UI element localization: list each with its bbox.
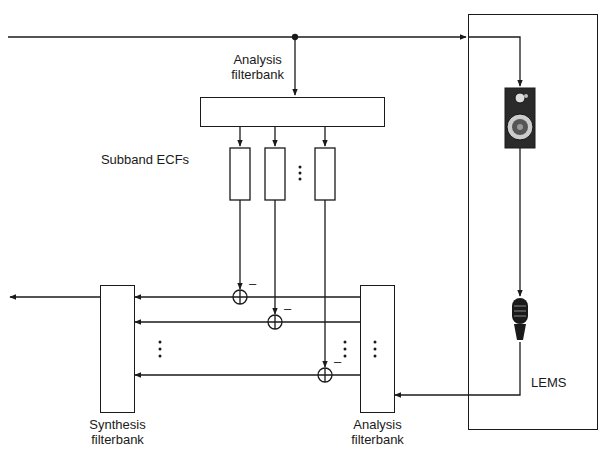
ecf-box (230, 148, 250, 200)
signal-connector (395, 394, 468, 395)
minus-sign: – (249, 276, 256, 291)
subband-wire (324, 127, 325, 146)
box-label: Analysis filterbank (231, 52, 284, 82)
box-label: LEMS (531, 375, 566, 390)
input-branch (294, 37, 295, 95)
subband-wire (274, 127, 275, 146)
box-label: Analysis filterbank (351, 417, 404, 447)
microphone-icon (512, 298, 528, 340)
output-wire (10, 296, 100, 297)
speaker-wire (468, 37, 520, 86)
microphone-wire (468, 342, 520, 395)
signal-connector (135, 321, 360, 322)
adder-symbol (318, 368, 332, 382)
ecf-output-wire (324, 200, 325, 367)
subband-wire (239, 127, 240, 146)
loudspeaker-icon (505, 88, 535, 148)
filter-group-label: Subband ECFs (100, 152, 190, 167)
ecf-output-wire (274, 200, 275, 314)
filterbank-box: Synthesis filterbank (100, 285, 135, 413)
box-label: Synthesis filterbank (89, 417, 145, 447)
input-wire (8, 36, 466, 37)
adder-symbol (268, 315, 282, 329)
acoustic-path (519, 148, 520, 296)
ellipsis-dots (159, 166, 377, 358)
minus-sign: – (334, 354, 341, 369)
ecf-output-wire (239, 200, 240, 289)
ecf-box (315, 148, 335, 200)
filterbank-box: Analysis filterbank (200, 97, 385, 127)
minus-sign: – (284, 301, 291, 316)
filterbank-box: Analysis filterbank (360, 285, 395, 413)
lems-enclosure: LEMS (468, 14, 598, 430)
ecf-box (265, 148, 285, 200)
adder-symbol (233, 290, 247, 304)
